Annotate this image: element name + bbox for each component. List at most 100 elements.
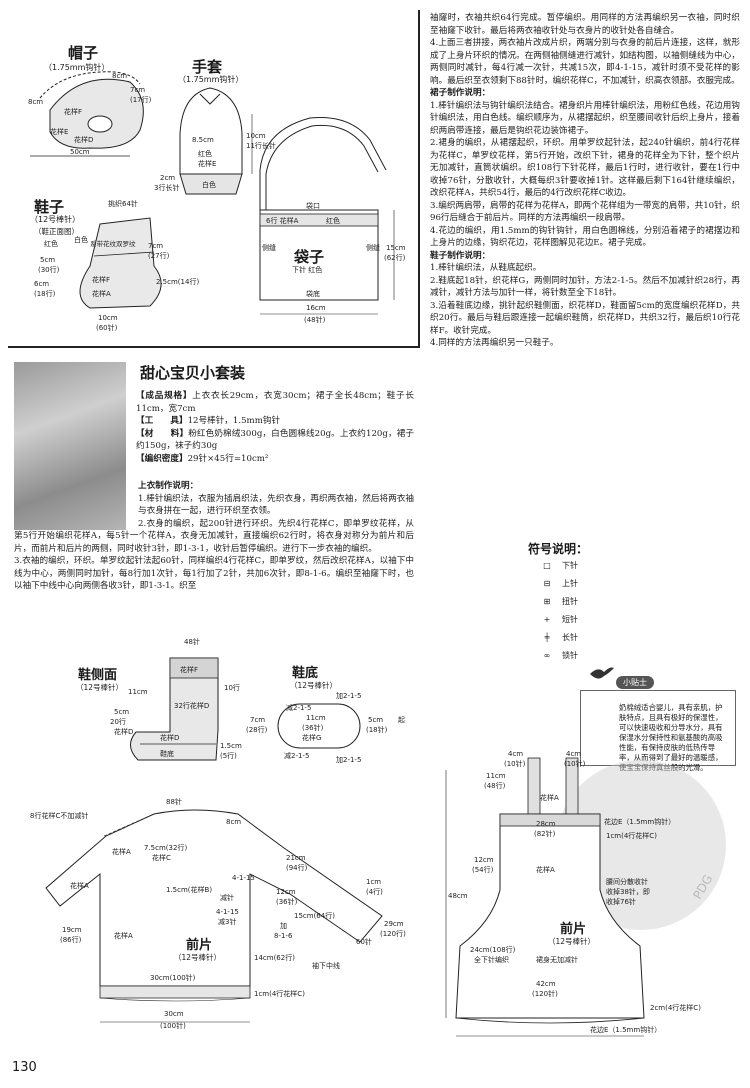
skirt-label-12: (54行)	[472, 865, 494, 874]
front-top-label-31: 30cm	[164, 1010, 184, 1018]
legend-item-purl: ⊟上针	[538, 578, 578, 589]
mittens-diagram: 8.5cm 10cm 11行长针 红色 花样E 2cm 3行长针 白色	[154, 87, 276, 195]
bootie-side-label-11: (5行)	[220, 751, 237, 760]
divider-horizontal	[8, 346, 420, 348]
bootie-label-0: 红色	[44, 239, 58, 248]
front-top-needle: （12号棒针）	[174, 953, 222, 962]
skirt-label-24: 花边E（1.5mm钩针）	[590, 1025, 661, 1034]
bootie-label-2: 挑织64针	[108, 199, 138, 208]
front-top-label-16: 19cm	[62, 926, 82, 934]
divider-vertical	[418, 10, 420, 348]
bag-label-6: 袋底	[306, 289, 320, 298]
product-specs: 【成品规格】上衣衣长29cm，衣宽30cm；裙子全长48cm；鞋子长11cm，宽…	[136, 390, 414, 465]
front-top-label-9: 减针	[220, 893, 234, 902]
skirt-label-14: 花样A	[536, 865, 555, 874]
instruction-paragraph: 4.上面三者拼接，两衣袖片改成片织，两端分别与衣身的前后片连接，这样，就形成了上…	[430, 38, 740, 86]
top-instructions-heading: 上衣制作说明：	[138, 481, 199, 491]
bootie-label-12: 花样A	[92, 289, 111, 298]
hat-label-5: 花样E	[50, 127, 68, 136]
bootie-side-label-4: 32行花样D	[174, 701, 209, 710]
front-top-label-21: 加	[280, 921, 287, 930]
spec-row: 【工 具】12号棒针，1.5mm钩针	[136, 416, 281, 426]
skirt-label-16: 收掉38针，即	[606, 887, 650, 896]
sole-label-6: 花样G	[302, 733, 321, 742]
bag-label-8: (62行)	[384, 253, 406, 262]
bag-label-2: 红色	[326, 216, 340, 225]
front-top-label-20: 减3针	[218, 917, 236, 926]
instruction-paragraph: 1.棒针编织法，从鞋底起织。	[430, 263, 542, 273]
skirt-label-10: (82针)	[534, 829, 556, 838]
skirt-label-13: 48cm	[448, 892, 468, 900]
top-instructions: 上衣制作说明： 1.棒针编织法，衣服为插肩织法，先织衣身，再织两衣袖，然后将两衣…	[14, 480, 414, 593]
bootie-needle: （12号棒针）	[30, 215, 81, 224]
bootie-label-3: 系带花纹双罗纹	[90, 239, 136, 248]
sole-label-8: (18针)	[366, 725, 388, 734]
mittens-needle: （1.75mm钩针）	[178, 75, 244, 84]
bootie-label-8: 2.5cm(14行)	[156, 277, 199, 286]
front-top-label-13: (36针)	[276, 897, 298, 906]
skirt-label-8: 1cm(4行花样C)	[606, 831, 657, 840]
section-heading: 鞋子制作说明：	[430, 250, 491, 261]
bootie-diagram: 红色 白色 挑织64针 系带花纹双罗纹 7cm (27行) 5cm (30行) …	[34, 199, 199, 332]
bag-label-7: 15cm	[386, 244, 406, 252]
skirt-label-7: 花边E（1.5mm钩针）	[604, 817, 675, 826]
hat-diagram: 8cm 7cm (17行) 8cm 花样F 花样E 50cm 花样D	[28, 71, 152, 157]
front-top-label-8: 4-1-15	[232, 874, 255, 882]
bag-label-4: 侧缝	[366, 243, 380, 252]
bag-label-0: 袋口	[306, 201, 320, 210]
bird-icon	[590, 667, 614, 679]
bag-title: 袋子	[294, 248, 325, 266]
front-top-label-32: (100针)	[160, 1021, 186, 1030]
legend-item-twist: ⊞扭针	[538, 596, 578, 607]
sole-label-5: (36针)	[302, 723, 324, 732]
bag-label-9: 16cm	[306, 304, 326, 312]
skirt-label-17: 收掉76针	[606, 897, 636, 906]
front-top-label-17: (86行)	[60, 935, 82, 944]
tip-title: 小贴士	[623, 678, 647, 687]
skirt-label-3: (10针)	[564, 759, 586, 768]
tip-text: 奶棉绒适合婴儿，具有亲肌，护肤特点，且具有极好的保湿性，可以快速吸收和分导水分，…	[619, 703, 723, 772]
tip-label-badge: 小贴士	[616, 676, 654, 689]
bootie-side-title: 鞋侧面	[78, 668, 118, 683]
page-number: 130	[12, 1060, 37, 1075]
sole-label-2: 7cm	[250, 716, 265, 724]
hat-label-3: 8cm	[28, 98, 43, 106]
instruction-paragraph: 3.编织两肩带，肩带的花样为花样A，即两个花样组为一带宽的肩带，共10针，织96…	[430, 200, 740, 224]
product-photo	[14, 362, 126, 530]
skirt-label-19: 全下针编织	[474, 955, 509, 964]
front-top-label-25: (120行)	[380, 929, 406, 938]
front-top-label-0: 88针	[166, 797, 182, 806]
bootie-label-5: (27行)	[148, 251, 170, 260]
mittens-label-3: 红色	[198, 149, 212, 158]
instruction-paragraph: 1.棒针编织法与钩针编织法结合。裙身织片用棒针编织法，用粉红色线，花边用钩针编织…	[430, 100, 740, 136]
bootie-side-label-0: 48针	[184, 637, 200, 646]
front-top-label-7: 1.5cm(花样B)	[166, 885, 212, 894]
purl-symbol-icon: ⊟	[543, 579, 551, 588]
skirt-label-23: 2cm(4行花样C)	[650, 1003, 701, 1012]
section-heading: 裙子制作说明：	[430, 88, 491, 98]
mittens-label-7: 白色	[202, 180, 216, 189]
bag-label-1: 6行 花样A	[266, 216, 299, 225]
bootie-side-label-3: 11cm	[128, 688, 148, 696]
mittens-label-5: 2cm	[160, 174, 175, 182]
skirt-diagram: 4cm (10针) 4cm (10针) 11cm (48行) 花样A 花边E（1…	[445, 750, 701, 1037]
single-crochet-symbol-icon: +	[543, 615, 551, 624]
bag-label-10: (48针)	[304, 315, 326, 324]
sole-label-7: 5cm	[368, 716, 383, 724]
front-top-label-3: 花样A	[112, 847, 131, 856]
skirt-label-21: 42cm	[536, 980, 556, 988]
mittens-label-6: 3行长针	[154, 183, 179, 192]
skirt-needle: （12号棒针）	[548, 937, 596, 946]
skirt-label-4: 11cm	[486, 772, 506, 780]
skirt-label-1: (10针)	[504, 759, 526, 768]
skirt-label-20: 裙身无加减针	[536, 955, 578, 964]
front-top-label-5: 花样C	[152, 853, 171, 862]
mittens-title: 手套	[192, 58, 223, 76]
front-top-label-6: 花样A	[70, 881, 89, 890]
bootie-label-6: 5cm	[40, 256, 55, 264]
legend-title: 符号说明：	[528, 542, 589, 556]
sole-label-0: 加2-1-5	[336, 691, 361, 700]
spec-row: 【材 料】粉红色奶棉绒300g，白色圆棉线20g。上衣约120g，裙子约150g…	[136, 428, 414, 452]
skirt-label-22: (120针)	[532, 989, 558, 998]
mittens-label-2: 11行长针	[246, 141, 276, 150]
